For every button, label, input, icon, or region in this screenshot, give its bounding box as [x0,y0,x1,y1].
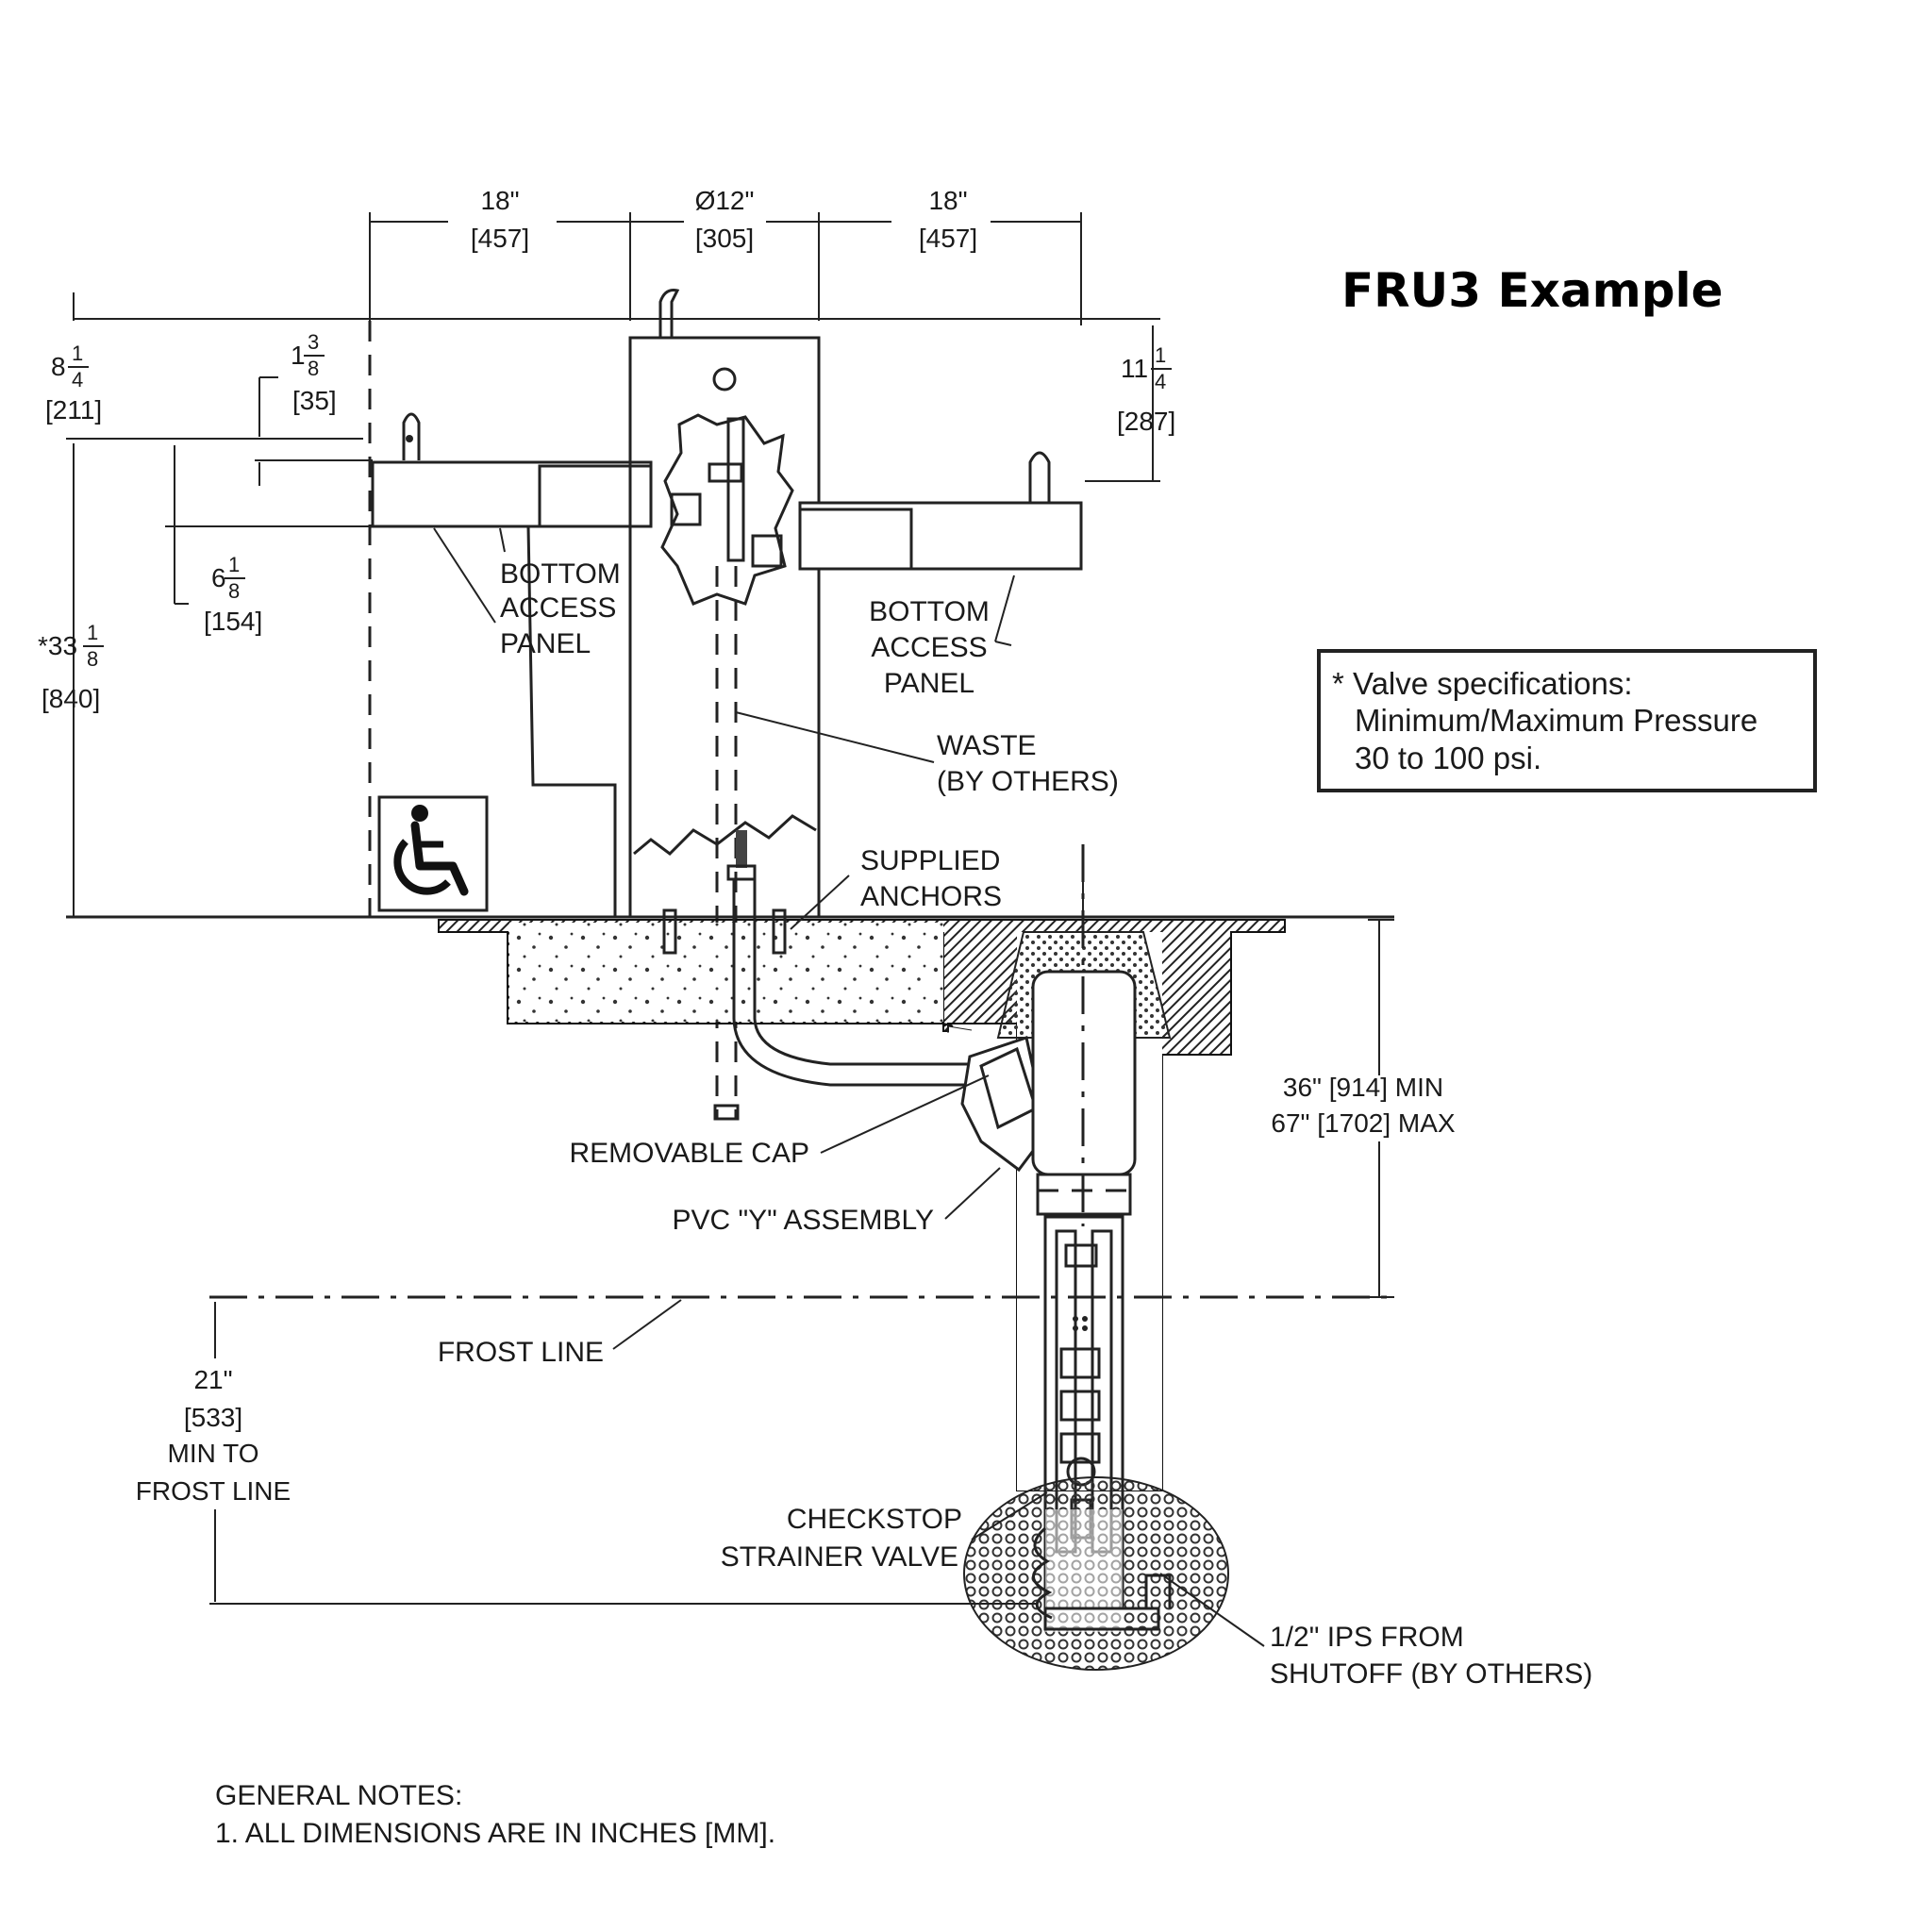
pedestal-diameter-mm: [305] [695,224,754,253]
top-offset-mm: [211] [45,395,102,425]
left-access-panel-line3: PANEL [500,628,591,659]
frost-line-label: FROST LINE [438,1337,604,1368]
right-width-label: 18" [928,186,967,215]
right-offset-den: 4 [1155,370,1166,393]
basin-depth-den: 8 [228,579,240,603]
right-basin [798,451,1083,571]
frost-line [209,1295,1387,1605]
rim-height-num: 1 [87,621,98,644]
right-offset-whole: 11 [1121,354,1148,383]
pvc-y-assembly [960,1036,1049,1173]
general-notes-heading: GENERAL NOTES: [215,1780,462,1811]
basin-depth-mm: [154] [204,607,262,636]
left-dimensions [66,376,373,917]
waste-label-line2: (BY OTHERS) [937,766,1119,797]
gravel-bed [963,1476,1229,1671]
right-offset-num: 1 [1155,343,1166,367]
left-width-mm: [457] [471,224,529,253]
ips-label-line2: SHUTOFF (BY OTHERS) [1270,1658,1592,1690]
basin-depth-whole: 6 [211,563,226,592]
valve-spec-line1: * Valve specifications: [1332,666,1633,701]
frost-depth-frost-line: FROST LINE [136,1476,291,1506]
right-offset-mm: [287] [1117,407,1175,436]
top-offset-num: 1 [72,341,83,365]
bury-depth-min: 36" [914] MIN [1283,1073,1443,1102]
rim-height-den: 8 [87,647,98,671]
basin-depth-num: 1 [228,553,240,576]
bubbler-height-whole: 1 [291,341,306,370]
anchors-label-line2: ANCHORS [860,881,1002,912]
top-offset-den: 4 [72,368,83,391]
top-offset-whole: 8 [51,352,66,381]
bubbler-height-num: 3 [308,330,319,354]
frost-depth-min-to: MIN TO [168,1439,259,1468]
hydrant-riser [1031,844,1137,1610]
rim-height-whole: *33 [38,631,77,660]
removable-cap-label: REMOVABLE CAP [569,1138,809,1169]
left-access-panel-line1: BOTTOM [500,558,621,590]
frost-depth-inches: 21" [193,1365,232,1394]
pvc-y-label: PVC "Y" ASSEMBLY [672,1205,934,1236]
checkstop-label-line2: STRAINER VALVE [721,1541,958,1573]
left-access-panel-line2: ACCESS [500,592,616,624]
leader-lines [433,527,1265,1647]
right-access-panel-line1: BOTTOM [869,596,990,627]
right-offset-dimension [1085,325,1160,482]
pedestal-diameter-label: Ø12" [695,186,755,215]
drawing-title: FRU3 Example [1341,263,1724,318]
checkstop-label-line1: CHECKSTOP [787,1504,962,1535]
waste-label-line1: WASTE [937,730,1037,761]
right-access-panel-line2: ACCESS [871,632,987,663]
right-width-mm: [457] [919,224,977,253]
bubbler-height-mm: [35] [292,386,337,415]
ground-section [66,915,1394,1491]
right-access-panel-line3: PANEL [884,668,974,699]
supplied-anchors [662,908,787,955]
ips-label-line1: 1/2" IPS FROM [1270,1622,1464,1653]
anchors-label-line1: SUPPLIED [860,845,1000,876]
bury-depth-max: 67" [1702] MAX [1271,1108,1455,1138]
bury-depth-dimension [1082,844,1394,1298]
valve-spec-line2: Minimum/Maximum Pressure [1355,703,1757,738]
left-basin [371,412,653,528]
rim-height-mm: [840] [42,684,100,713]
valve-spec-line3: 30 to 100 psi. [1355,741,1541,775]
frost-depth-mm: [533] [184,1403,242,1432]
valve-spec-box [1317,649,1817,792]
supply-line [726,830,991,1087]
general-notes-item-1: 1. ALL DIMENSIONS ARE IN INCHES [MM]. [215,1818,775,1849]
bubbler-height-den: 8 [308,357,319,380]
left-width-label: 18" [480,186,519,215]
top-dimension-chain [73,212,1160,325]
wheelchair-accessibility-icon [377,795,489,912]
